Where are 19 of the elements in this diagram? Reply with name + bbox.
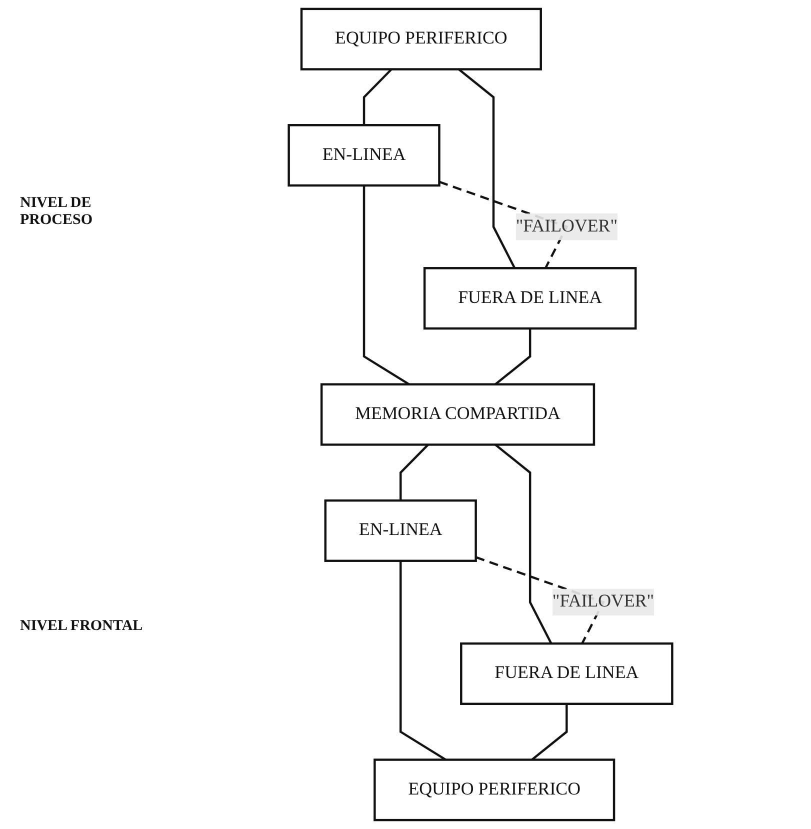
edge-label: "FAILOVER" (552, 592, 654, 612)
node-box: FUERA DE LINEA (460, 642, 674, 705)
node-box: FUERA DE LINEA (423, 267, 637, 330)
level-label: NIVEL DE PROCESO (20, 194, 94, 228)
node-box: EQUIPO PERIFERICO (300, 8, 542, 70)
connector (362, 68, 392, 126)
connector (458, 68, 516, 269)
connector (494, 328, 532, 386)
node-box: EQUIPO PERIFERICO (374, 758, 616, 822)
level-label: NIVEL FRONTAL (20, 618, 144, 634)
connector (494, 444, 552, 644)
node-box: EN-LINEA (324, 499, 477, 562)
connector (400, 560, 446, 761)
connector (400, 444, 429, 501)
node-box: MEMORIA COMPARTIDA (320, 383, 596, 446)
edge-label: "FAILOVER" (516, 216, 618, 236)
connector (362, 185, 410, 386)
node-box: EN-LINEA (288, 124, 440, 187)
connector (531, 704, 568, 761)
